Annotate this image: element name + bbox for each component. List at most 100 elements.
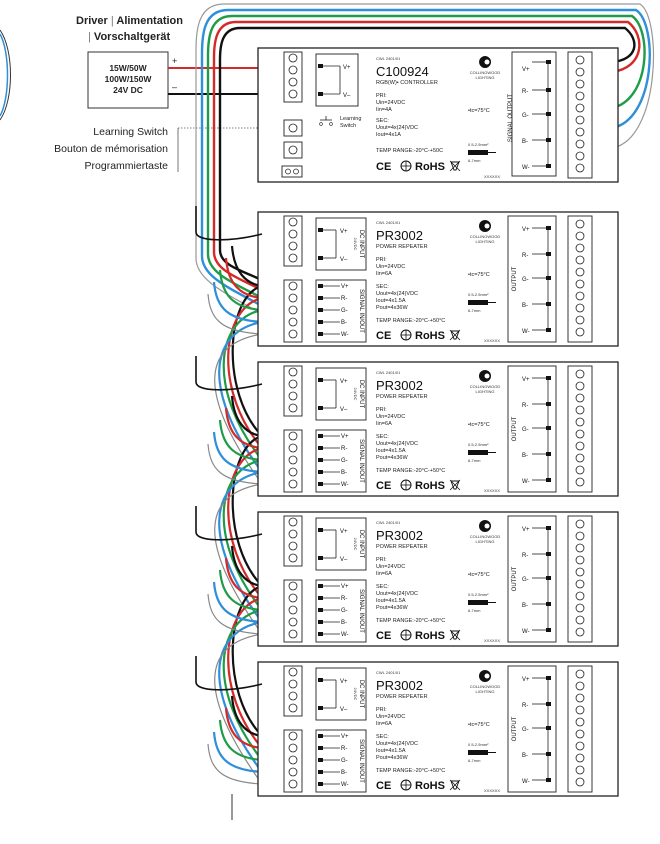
rep-brand-sub: LIGHTING [476, 389, 495, 394]
rep-temp: TEMP RANGE:-20°C-+50°C [376, 468, 445, 474]
repeater-body [257, 211, 619, 347]
rep-wire-1: 0.5-2.5mm² [468, 442, 489, 447]
ctrl-iout: Iout=4x1A [376, 132, 401, 138]
rep-model: PR3002 [376, 228, 423, 243]
rep-v-minus: V– [340, 407, 348, 413]
repeater-unit [195, 656, 619, 797]
rep-serial: XXXXXX [484, 638, 500, 643]
ctrl-wire-2: 6-7mm [468, 158, 481, 163]
rep-signal-inout: SIGNAL IN/OUT [358, 289, 364, 333]
rep-subtitle: POWER REPEATER [376, 544, 428, 550]
rep-out-label: V+ [522, 227, 530, 233]
learning-switch-line-2: Bouton de mémorisation [54, 143, 168, 155]
rep-sig-label: B- [341, 470, 347, 476]
rep-iin: Iin=6A [376, 721, 392, 727]
rep-sig-label: V+ [341, 434, 349, 440]
ctrl-tc: •tc=75°C [468, 108, 490, 114]
rep-out-label: V+ [522, 677, 530, 683]
rep-sec: SEC: [376, 734, 389, 740]
rep-wire-2: 6-7mm [468, 608, 481, 613]
rep-sig-label: R- [341, 296, 347, 302]
svg-text:Driver | Alimentat: Driver | Alimentation [76, 15, 183, 27]
rep-dc-input-sub: 24VDC [353, 238, 358, 251]
rep-tc: •tc=75°C [468, 422, 490, 428]
learning-switch-line-3: Programmiertaste [85, 160, 169, 172]
rep-v-plus: V+ [340, 379, 348, 385]
rep-sig-label: V+ [341, 734, 349, 740]
rep-brand-name: COLLINGWOOD [470, 534, 501, 539]
rep-out-label: G- [522, 427, 529, 433]
rep-brand-name: COLLINGWOOD [470, 234, 501, 239]
ctrl-brand-sub: LIGHTING [476, 75, 495, 80]
ctrl-serial: XXXXXX [484, 174, 500, 179]
rep-model: PR3002 [376, 678, 423, 693]
rep-subtitle: POWER REPEATER [376, 694, 428, 700]
learning-switch-label: Learning Switch Bouton de mémorisation P… [54, 126, 285, 172]
rep-sec: SEC: [376, 284, 389, 290]
rep-rohs: RoHS [415, 480, 445, 492]
ctrl-rohs: RoHS [415, 161, 445, 173]
rep-out-label: B- [522, 453, 528, 459]
rep-v-minus: V– [340, 257, 348, 263]
rep-tc: •tc=75°C [468, 572, 490, 578]
rep-uin: Uin=24VDC [376, 564, 405, 570]
rep-pout: Pout=4x36W [376, 305, 408, 311]
rep-out-label: W- [522, 479, 530, 485]
rep-tc: •tc=75°C [468, 272, 490, 278]
rep-iout: Iout=4x1.5A [376, 448, 406, 454]
rep-wire-2: 6-7mm [468, 458, 481, 463]
rep-temp: TEMP RANGE:-20°C-+50°C [376, 318, 445, 324]
rep-uout: Uout=4x(24)VDC [376, 741, 418, 747]
rep-dc-input-sub: 24VDC [353, 688, 358, 701]
rep-output: OUTPUT [512, 266, 518, 291]
rep-output: OUTPUT [512, 566, 518, 591]
repeater-unit [195, 356, 619, 635]
ctrl-switch: Switch [340, 123, 356, 129]
rep-uin: Uin=24VDC [376, 264, 405, 270]
rep-out-label: B- [522, 603, 528, 609]
ctrl-model: C100924 [376, 64, 429, 79]
rep-wire-1: 0.5-2.5mm² [468, 292, 489, 297]
rep-sig-label: B- [341, 620, 347, 626]
rep-sig-label: R- [341, 596, 347, 602]
repeater-unit [195, 206, 619, 485]
rep-sig-label: G- [341, 608, 348, 614]
rep-sec: SEC: [376, 434, 389, 440]
rep-out-label: G- [522, 577, 529, 583]
rep-brand-name: COLLINGWOOD [470, 684, 501, 689]
rep-code: CWL 2401/01 [376, 220, 401, 225]
ctrl-out-4: W- [522, 165, 530, 171]
rep-iin: Iin=6A [376, 421, 392, 427]
rep-serial: XXXXXX [484, 488, 500, 493]
rep-dc-input: DC INPUT [358, 680, 364, 709]
rep-dc-input: DC INPUT [358, 530, 364, 559]
driver-sep-1: | [111, 15, 114, 27]
repeater-body [257, 661, 619, 797]
ctrl-wire-1: 0.5-2.5mm² [468, 142, 489, 147]
rep-signal-inout: SIGNAL IN/OUT [358, 739, 364, 783]
ctrl-uin: Uin=24VDC [376, 100, 405, 106]
rep-signal-inout: SIGNAL IN/OUT [358, 439, 364, 483]
ctrl-v-plus: V+ [343, 65, 351, 71]
rep-sig-label: G- [341, 308, 348, 314]
driver-title-1: Driver [76, 15, 109, 27]
rep-model: PR3002 [376, 528, 423, 543]
rep-sec: SEC: [376, 584, 389, 590]
ctrl-pri: PRI: [376, 93, 387, 99]
rep-iin: Iin=6A [376, 571, 392, 577]
rep-code: CWL 2401/01 [376, 670, 401, 675]
rep-sig-label: W- [341, 782, 349, 788]
rep-temp: TEMP RANGE:-20°C-+50°C [376, 768, 445, 774]
rep-sig-label: V+ [341, 284, 349, 290]
rep-uout: Uout=4x(24)VDC [376, 291, 418, 297]
rep-pout: Pout=4x36W [376, 605, 408, 611]
rep-uin: Uin=24VDC [376, 714, 405, 720]
rep-uout: Uout=4x(24)VDC [376, 441, 418, 447]
rep-rohs: RoHS [415, 780, 445, 792]
rep-out-label: R- [522, 553, 528, 559]
rep-dc-input: DC INPUT [358, 230, 364, 259]
rep-tc: •tc=75°C [468, 722, 490, 728]
rep-sig-label: V+ [341, 584, 349, 590]
rep-out-label: B- [522, 753, 528, 759]
rep-model: PR3002 [376, 378, 423, 393]
